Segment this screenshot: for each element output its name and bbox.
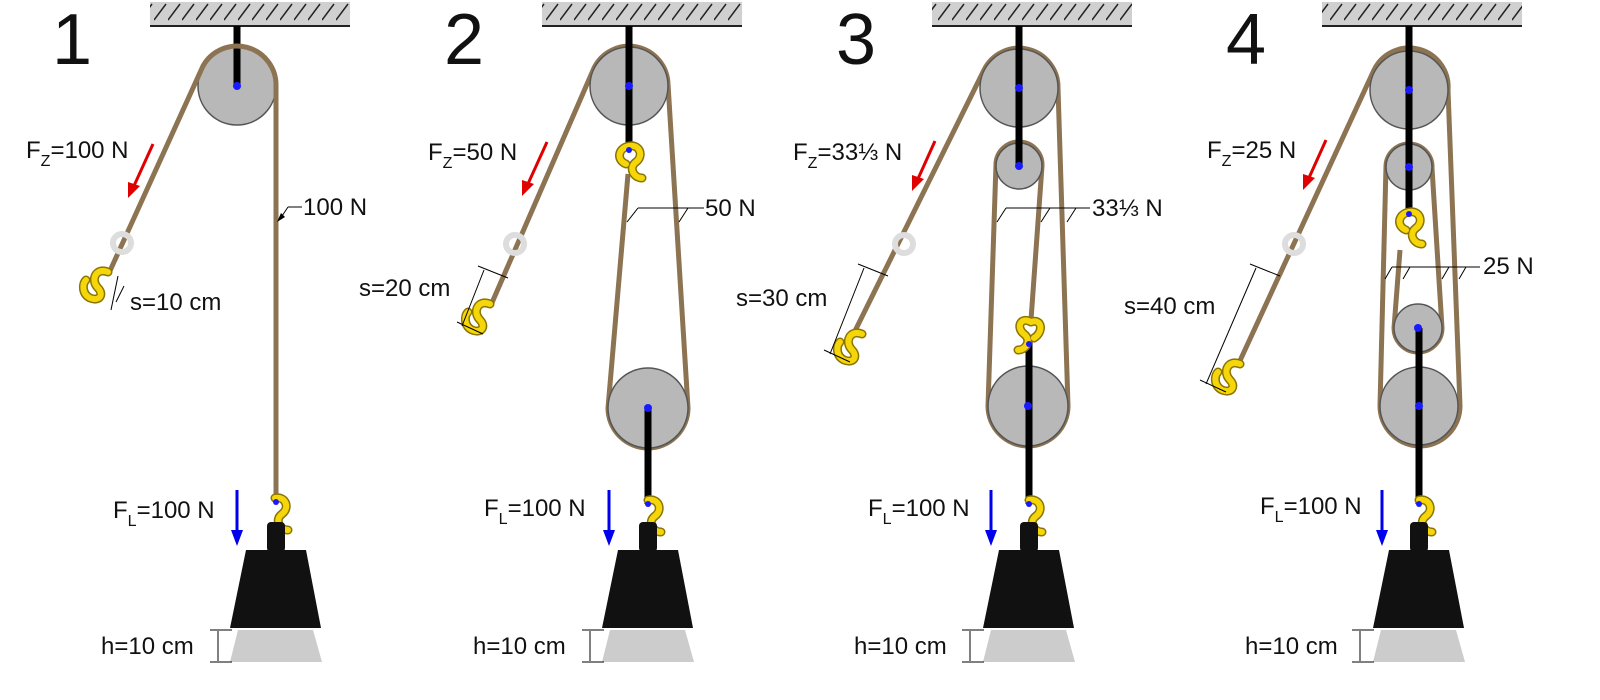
lift-height-label: h=10 cm <box>101 633 194 660</box>
rope-tension-label: 100 N <box>303 194 367 221</box>
axle-dot <box>1405 163 1413 171</box>
hook-ghost <box>892 232 916 256</box>
pull-force-arrow <box>915 140 937 182</box>
weight-neck <box>1410 522 1428 552</box>
hook-ghost <box>110 231 134 255</box>
pull-hook <box>78 266 113 304</box>
axle-dot <box>1414 324 1422 332</box>
weight-neck <box>639 522 657 552</box>
lift-height-dimension <box>582 629 604 663</box>
rope <box>106 43 279 502</box>
axle-dot <box>1415 402 1423 410</box>
panel-3: 3 FZ=33⅓ N s=30 <box>736 0 1163 663</box>
pull-distance-label: s=30 cm <box>736 285 827 312</box>
load-force-arrowhead <box>231 530 243 546</box>
tension-leader <box>996 207 1090 223</box>
weight-start-position <box>1373 630 1465 662</box>
pull-distance-dimension <box>456 265 509 335</box>
pull-hook <box>460 298 495 336</box>
pull-force-arrowhead <box>128 182 140 198</box>
lift-height-label: h=10 cm <box>854 633 947 660</box>
pull-force-arrowhead <box>912 175 924 191</box>
pull-distance-label: s=20 cm <box>359 275 450 302</box>
tension-leader <box>1384 266 1480 280</box>
axle-dot <box>233 82 241 90</box>
load-force-arrowhead <box>1376 530 1388 546</box>
pull-distance-label: s=10 cm <box>130 289 221 316</box>
panel-number: 3 <box>836 0 876 80</box>
pull-hook <box>1210 358 1245 396</box>
axle-dot <box>644 404 652 412</box>
ceiling <box>932 2 1132 27</box>
axle-dot <box>625 82 633 90</box>
pull-force-arrow <box>525 141 549 187</box>
pull-force-label: FZ=100 N <box>26 137 129 170</box>
panel-number: 2 <box>444 0 484 80</box>
weight <box>602 550 693 628</box>
load-force-label: FL=100 N <box>1260 493 1362 526</box>
ceiling <box>1322 2 1522 27</box>
lift-height-dimension <box>962 629 984 663</box>
weight-neck <box>267 522 285 552</box>
load-force-arrowhead <box>603 530 615 546</box>
panel-1: 1 FZ=100 N s=10 cm 100 N <box>26 0 367 663</box>
rope-anchor-hook <box>1013 316 1045 355</box>
pull-force-label: FZ=50 N <box>428 139 517 172</box>
load-force-arrowhead <box>985 530 997 546</box>
weight-start-position <box>230 630 322 662</box>
weight <box>230 550 321 628</box>
panel-4: 4 FZ=25 N <box>1124 0 1534 663</box>
pull-force-arrowhead <box>522 180 534 196</box>
hook-ghost <box>503 232 527 256</box>
weight-start-position <box>983 630 1075 662</box>
ceiling <box>150 2 350 27</box>
axle-dot <box>1015 84 1023 92</box>
rope-tension-label: 50 N <box>705 195 756 222</box>
weight-start-position <box>602 630 694 662</box>
panel-number: 1 <box>52 0 92 80</box>
rope-tension-label: 33⅓ N <box>1092 195 1163 222</box>
pull-force-arrow <box>1306 139 1328 181</box>
load-force-label: FL=100 N <box>484 495 586 528</box>
tension-leader <box>626 207 704 223</box>
pull-distance-dimension <box>110 275 125 311</box>
lift-height-dimension <box>210 629 232 663</box>
tension-leader <box>277 206 302 222</box>
hook-ghost <box>1282 232 1306 256</box>
weight <box>983 550 1074 628</box>
load-force-label: FL=100 N <box>113 497 215 530</box>
pull-distance-dimension <box>823 263 889 363</box>
pull-distance-dimension <box>1199 263 1281 393</box>
ceiling <box>542 2 742 27</box>
rope-tension-label: 25 N <box>1483 253 1534 280</box>
pull-force-arrow <box>131 143 155 189</box>
rope-anchor-hook <box>615 141 647 183</box>
weight <box>1373 550 1464 628</box>
panel-number: 4 <box>1226 0 1266 80</box>
pull-hook <box>832 328 867 366</box>
pull-force-arrowhead <box>1303 174 1315 190</box>
rope-anchor-hook <box>1395 207 1427 249</box>
panel-2: 2 FZ=50 N s=20 cm <box>359 0 756 663</box>
lift-height-dimension <box>1352 629 1374 663</box>
axle-dot <box>1015 162 1023 170</box>
lift-height-label: h=10 cm <box>473 633 566 660</box>
load-force-label: FL=100 N <box>868 495 970 528</box>
axle-dot <box>1024 402 1032 410</box>
axle-dot <box>1405 86 1413 94</box>
lift-height-label: h=10 cm <box>1245 633 1338 660</box>
pull-distance-label: s=40 cm <box>1124 293 1215 320</box>
weight-neck <box>1020 522 1038 552</box>
pull-force-label: FZ=25 N <box>1207 137 1296 170</box>
pull-force-label: FZ=33⅓ N <box>793 139 902 172</box>
